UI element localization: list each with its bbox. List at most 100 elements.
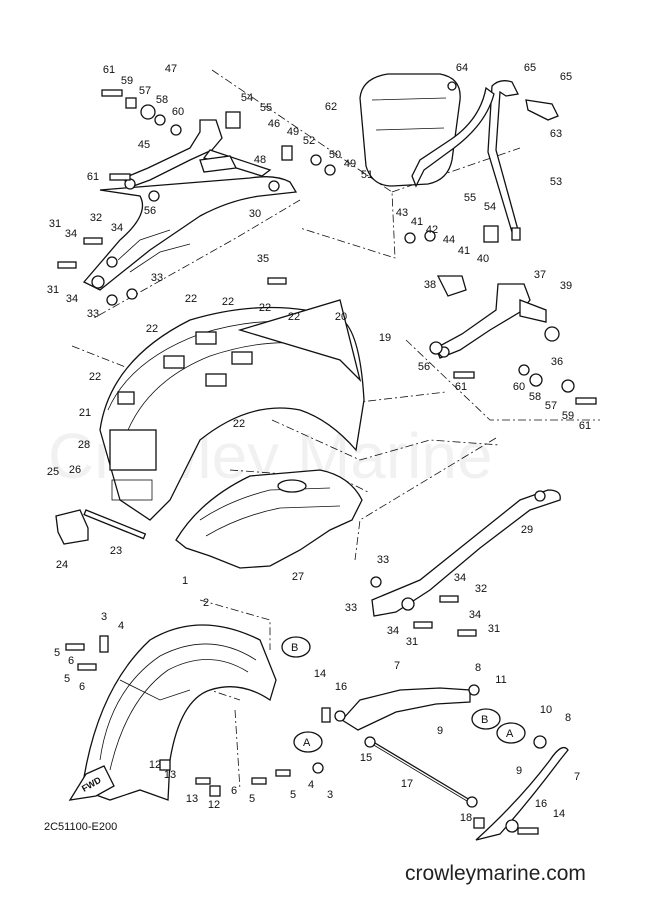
callout-55: 55: [464, 192, 476, 204]
callout-54: 54: [484, 201, 496, 213]
site-url: crowleymarine.com: [405, 862, 586, 885]
callout-12: 12: [208, 799, 220, 811]
diagram-code: 2C51100-E200: [44, 821, 117, 833]
callout-33: 33: [377, 554, 389, 566]
callout-63: 63: [550, 128, 562, 140]
callout-14: 14: [314, 668, 326, 680]
callout-59: 59: [562, 410, 574, 422]
callout-57: 57: [545, 400, 557, 412]
right-arm-37: [435, 283, 547, 359]
callout-41: 41: [411, 216, 423, 228]
callout-27: 27: [292, 571, 304, 583]
callout-22: 22: [222, 296, 234, 308]
callout-58: 58: [529, 391, 541, 403]
callout-5: 5: [290, 789, 296, 801]
callout-45: 45: [138, 139, 150, 151]
callout-43: 43: [396, 207, 408, 219]
callout-4: 4: [308, 779, 314, 791]
callout-34: 34: [469, 609, 481, 621]
left-arm-45: [123, 119, 272, 190]
axle-17: [369, 739, 471, 801]
callout-13: 13: [186, 793, 198, 805]
callout-14: 14: [553, 808, 565, 820]
ref-marker-a-1: A: [293, 731, 323, 753]
callout-60: 60: [513, 381, 525, 393]
callout-33: 33: [345, 602, 357, 614]
callout-13: 13: [164, 769, 176, 781]
callout-31: 31: [406, 636, 418, 648]
svg-text:A: A: [303, 737, 311, 749]
callout-47: 47: [165, 63, 177, 75]
callout-6: 6: [231, 785, 237, 797]
callout-61: 61: [103, 64, 115, 76]
callout-56: 56: [418, 361, 430, 373]
callout-33: 33: [87, 308, 99, 320]
callout-7: 7: [394, 660, 400, 672]
inner-fender-27: [175, 469, 363, 569]
callout-48: 48: [254, 154, 266, 166]
hardware: [57, 89, 597, 835]
callout-34: 34: [454, 572, 466, 584]
callout-15: 15: [360, 752, 372, 764]
tail-light-24: [55, 509, 89, 545]
callout-24: 24: [56, 559, 68, 571]
fwd-arrow-icon: FWD: [68, 765, 115, 801]
callout-49: 49: [344, 158, 356, 170]
callout-46: 46: [268, 118, 280, 130]
callout-57: 57: [139, 85, 151, 97]
backrest-frame: [411, 80, 521, 241]
callout-19: 19: [379, 332, 391, 344]
svg-text:A: A: [506, 728, 514, 740]
callout-9: 9: [437, 725, 443, 737]
callout-23: 23: [110, 545, 122, 557]
callout-17: 17: [401, 778, 413, 790]
callout-65: 65: [524, 62, 536, 74]
callout-10: 10: [540, 704, 552, 716]
callout-62: 62: [325, 101, 337, 113]
callout-33: 33: [151, 272, 163, 284]
callout-59: 59: [121, 75, 133, 87]
callout-26: 26: [69, 464, 81, 476]
callout-61: 61: [87, 171, 99, 183]
callout-52: 52: [303, 135, 315, 147]
callout-22: 22: [89, 371, 101, 383]
backrest-pad: [359, 73, 461, 187]
callout-5: 5: [54, 647, 60, 659]
callout-53: 53: [550, 176, 562, 188]
callout-64: 64: [456, 62, 468, 74]
callout-22: 22: [185, 293, 197, 305]
callout-16: 16: [335, 681, 347, 693]
callout-31: 31: [47, 284, 59, 296]
callout-6: 6: [68, 655, 74, 667]
callout-29: 29: [521, 524, 533, 536]
svg-text:B: B: [291, 642, 298, 654]
callout-61: 61: [455, 381, 467, 393]
front-fender: [81, 624, 277, 801]
callout-31: 31: [49, 218, 61, 230]
callout-39: 39: [560, 280, 572, 292]
callout-40: 40: [477, 253, 489, 265]
callout-12: 12: [149, 759, 161, 771]
callout-7: 7: [574, 771, 580, 783]
callout-16: 16: [535, 798, 547, 810]
callout-54: 54: [241, 92, 253, 104]
callout-20: 20: [335, 311, 347, 323]
callout-34: 34: [111, 222, 123, 234]
callout-25: 25: [47, 466, 59, 478]
callout-42: 42: [426, 224, 438, 236]
callout-56: 56: [144, 205, 156, 217]
callout-8: 8: [565, 712, 571, 724]
callout-9: 9: [516, 765, 522, 777]
callout-35: 35: [257, 253, 269, 265]
ref-marker-b-1: B: [281, 636, 311, 658]
callout-6: 6: [79, 681, 85, 693]
callout-22: 22: [288, 311, 300, 323]
callout-32: 32: [475, 583, 487, 595]
rear-rails-7: [340, 687, 569, 841]
callout-11: 11: [495, 674, 506, 686]
callout-60: 60: [172, 106, 184, 118]
callout-34: 34: [387, 625, 399, 637]
left-sissy-bar-stay: [82, 176, 298, 291]
callout-8: 8: [475, 662, 481, 674]
